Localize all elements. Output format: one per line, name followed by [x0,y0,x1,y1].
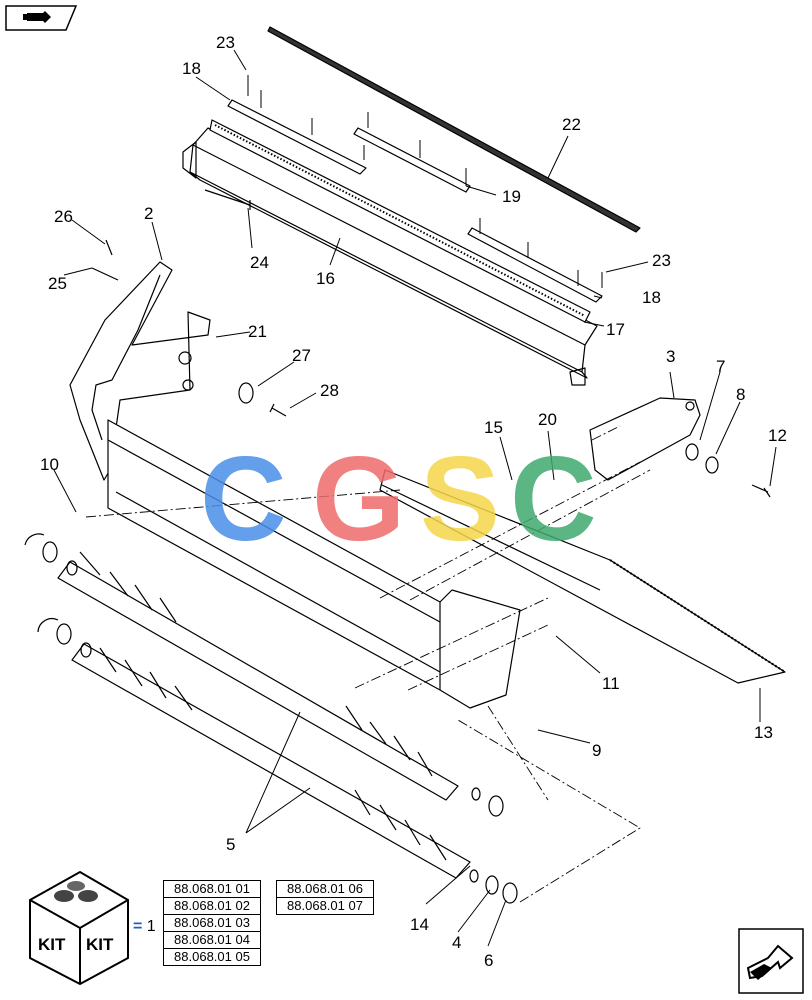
pin-24 [204,189,251,210]
rotation-arrows [24,533,59,633]
callout-9: 9 [592,741,601,760]
auger-upper [42,541,504,817]
part-3-bracket [589,397,701,481]
callout-2: 2 [144,204,153,223]
bolts-23 [247,75,603,288]
kit-label-right: KIT [86,935,114,954]
part-13-serrated-plate [379,469,786,684]
callout-5: 5 [226,835,235,854]
callout-18-upper: 18 [182,59,201,78]
reference-cell[interactable]: 88.068.01 03 [163,914,261,932]
assembly-lines [85,425,651,903]
reference-cell[interactable]: 88.068.01 07 [276,897,374,915]
callout-25: 25 [48,274,67,293]
callout-18-lower: 18 [642,288,661,307]
callout-21: 21 [248,322,267,341]
kit-quantity-equation: = 1 [133,918,156,936]
callout-3: 3 [666,347,675,366]
svg-text:C: C [510,432,597,566]
callout-4: 4 [452,933,461,952]
callout-6: 6 [484,951,493,970]
kit-box-icon: KIT KIT [29,870,129,986]
callout-8: 8 [736,385,745,404]
callout-19: 19 [502,187,521,206]
part-2-side-arm [69,261,211,481]
hand-pointing-next-icon [746,944,794,980]
callout-15: 15 [484,418,503,437]
callout-23-upper: 23 [216,33,235,52]
callout-27: 27 [292,346,311,365]
callout-28: 28 [320,381,339,400]
part-16-beam [182,127,598,386]
part-18-plate-upper [227,99,603,303]
callout-16: 16 [316,269,335,288]
reference-cell[interactable]: 88.068.01 01 [163,880,261,898]
hand-pointing-left-icon [23,11,51,23]
reference-list-1: 88.068.01 01 88.068.01 02 88.068.01 03 8… [163,880,261,966]
callout-23-lower: 23 [652,251,671,270]
callout-26: 26 [54,207,73,226]
callout-10: 10 [40,455,59,474]
washer-27-bolt-28 [238,382,287,417]
reference-list-2: 88.068.01 06 88.068.01 07 [276,880,374,915]
reference-cell[interactable]: 88.068.01 04 [163,931,261,949]
callout-leaders [53,49,777,947]
svg-text:S: S [420,432,500,566]
svg-text:G: G [312,432,405,566]
callout-22: 22 [562,115,581,134]
callout-12: 12 [768,426,787,445]
reference-cell[interactable]: 88.068.01 06 [276,880,374,898]
svg-text:C: C [200,432,287,566]
parts-7-8-12 [685,443,771,498]
kit-label-left: KIT [38,935,66,954]
callout-7: 7 [716,357,725,376]
equals-sign: = [133,918,143,935]
callout-17: 17 [606,320,625,339]
next-page-button[interactable] [738,928,804,994]
callout-24: 24 [250,253,269,272]
cgsc-watermark: C G S C [200,432,597,566]
main-trough [107,419,521,709]
kit-quantity: 1 [146,918,156,935]
callout-14: 14 [410,915,429,934]
callout-13: 13 [754,723,773,742]
callout-20: 20 [538,410,557,429]
reference-cell[interactable]: 88.068.01 02 [163,897,261,915]
pin-25-26 [91,239,119,281]
part-22-strip [267,26,641,233]
callout-11: 11 [602,674,620,693]
reference-cell[interactable]: 88.068.01 05 [163,948,261,966]
previous-page-button[interactable] [5,5,78,31]
